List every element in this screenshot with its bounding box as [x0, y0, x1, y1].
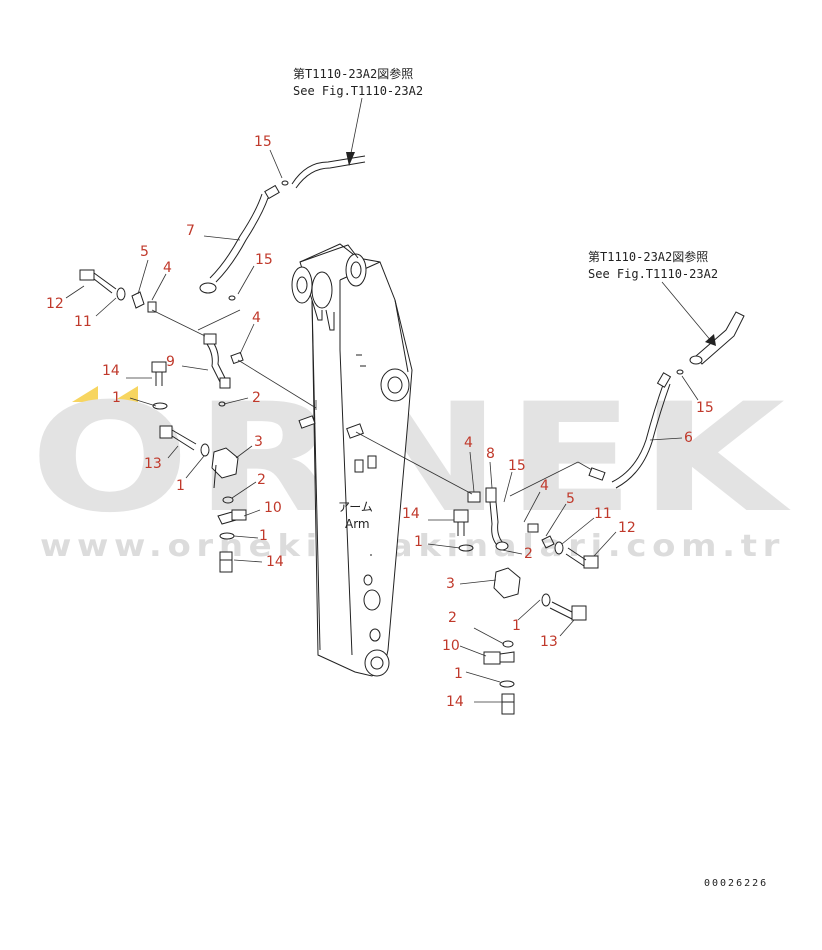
callout-number: 3 — [446, 576, 455, 592]
arm-label-japanese: アーム — [338, 500, 373, 514]
watermark-url: www.ornekismakinalari.com.tr — [40, 529, 785, 564]
callout-number: 1 — [414, 534, 423, 550]
callout-number: 2 — [257, 472, 266, 488]
callout-number: 11 — [74, 314, 92, 330]
callouts-right: 15 6 4 8 15 4 5 11 14 12 1 2 3 1 13 2 10… — [402, 400, 714, 710]
callout-number: 4 — [464, 435, 473, 451]
callout-number: 1 — [176, 478, 185, 494]
reference-arrow-top — [346, 97, 363, 166]
callout-number: 1 — [512, 618, 521, 634]
callout-number: 1 — [112, 390, 121, 406]
callout-number: 6 — [684, 430, 693, 446]
callout-number: 15 — [255, 252, 273, 268]
callout-number: 1 — [454, 666, 463, 682]
callout-number: 12 — [46, 296, 64, 312]
left-hose-assembly — [79, 155, 366, 573]
callout-number: 4 — [252, 310, 261, 326]
callout-number: 12 — [618, 520, 636, 536]
callout-number: 14 — [402, 506, 420, 522]
callout-number: 15 — [508, 458, 526, 474]
arm — [291, 243, 413, 677]
callout-number: 2 — [448, 610, 457, 626]
callout-number: 2 — [524, 546, 533, 562]
callout-number: 11 — [594, 506, 612, 522]
callout-number: 4 — [540, 478, 549, 494]
arm-label-english: Arm — [345, 517, 370, 531]
reference-right-english: See Fig.T1110-23A2 — [588, 267, 718, 281]
callout-number: 15 — [696, 400, 714, 416]
callout-number: 2 — [252, 390, 261, 406]
callout-number: 14 — [102, 363, 120, 379]
callout-number: 3 — [254, 434, 263, 450]
callout-number: 10 — [442, 638, 460, 654]
reference-arrow-right — [661, 281, 716, 346]
callout-number: 14 — [446, 694, 464, 710]
reference-top-english: See Fig.T1110-23A2 — [293, 84, 423, 98]
callout-leaders — [65, 149, 699, 703]
reference-top-japanese: 第T1110-23A2図参照 — [293, 66, 413, 81]
callout-number: 13 — [540, 634, 558, 650]
right-hose-assembly — [355, 311, 745, 715]
callout-number: 10 — [264, 500, 282, 516]
callout-number: 5 — [566, 491, 575, 507]
watermark-accent-mark-left — [72, 386, 98, 402]
callout-number: 4 — [163, 260, 172, 276]
callout-number: 15 — [254, 134, 272, 150]
diagram-code: 00026226 — [704, 878, 768, 889]
watermark-accent-mark-right — [112, 386, 138, 402]
callout-number: 5 — [140, 244, 149, 260]
callout-number: 13 — [144, 456, 162, 472]
callout-number: 7 — [186, 223, 195, 239]
callouts-left: 15 7 5 4 15 12 11 4 14 9 1 2 13 3 1 2 10… — [46, 134, 284, 570]
callout-number: 8 — [486, 446, 495, 462]
callout-number: 9 — [166, 354, 175, 370]
callout-number: 1 — [259, 528, 268, 544]
callout-number: 14 — [266, 554, 284, 570]
reference-right-japanese: 第T1110-23A2図参照 — [588, 249, 708, 264]
